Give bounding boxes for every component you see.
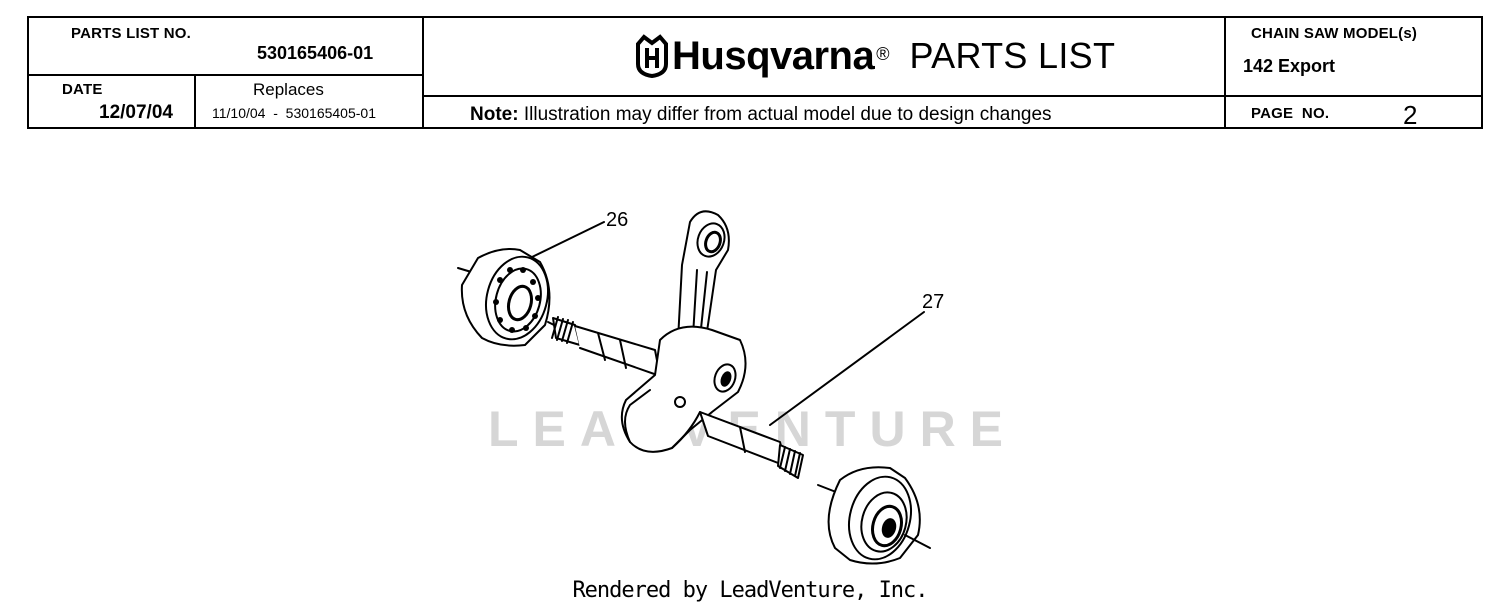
divider	[422, 95, 1224, 97]
parts-list-title: PARTS LIST	[909, 35, 1116, 76]
callout-leader-26	[529, 221, 605, 259]
model-value: 142 Export	[1243, 56, 1336, 76]
note-prefix: Note:	[470, 104, 519, 125]
replaces-label: Replaces	[253, 80, 324, 99]
registered-mark: ®	[876, 43, 890, 64]
divider	[422, 18, 424, 127]
rendered-by-credit: Rendered by LeadVenture, Inc.	[572, 578, 928, 603]
page-label: PAGE NO.	[1251, 105, 1330, 122]
divider	[194, 74, 196, 127]
replaces-value: 11/10/04 - 530165405-01	[212, 105, 376, 121]
model-label: CHAIN SAW MODEL(s)	[1251, 25, 1418, 42]
parts-list-no: 530165406-01	[257, 43, 374, 63]
connecting-rod	[677, 210, 730, 346]
callout-26: 26	[606, 209, 628, 231]
parts-list-header: PARTS LIST NO. 530165406-01 DATE 12/07/0…	[27, 16, 1483, 130]
date-value: 12/07/04	[99, 102, 173, 123]
note-text: Illustration may differ from actual mode…	[518, 104, 1052, 125]
date-label: DATE	[62, 81, 103, 98]
divider	[1224, 18, 1226, 127]
right-bearing	[817, 466, 931, 565]
callout-27: 27	[922, 291, 944, 313]
callout-leader-27	[769, 311, 925, 426]
divider	[1224, 95, 1481, 97]
note-line: Note: Illustration may differ from actua…	[470, 104, 1052, 126]
left-bearing	[457, 248, 557, 347]
husqvarna-crown-logo-icon	[636, 34, 668, 78]
crankshaft-illustration: 26 27	[457, 209, 944, 565]
brand-name: Husqvarna	[672, 34, 875, 78]
crank-web	[620, 325, 747, 453]
brand-title: Husqvarna ® PARTS LIST	[632, 32, 1115, 80]
right-shaft	[699, 411, 804, 479]
left-shaft	[551, 316, 661, 377]
divider	[29, 74, 422, 76]
parts-list-no-label: PARTS LIST NO.	[71, 25, 192, 42]
page-number: 2	[1403, 100, 1418, 130]
